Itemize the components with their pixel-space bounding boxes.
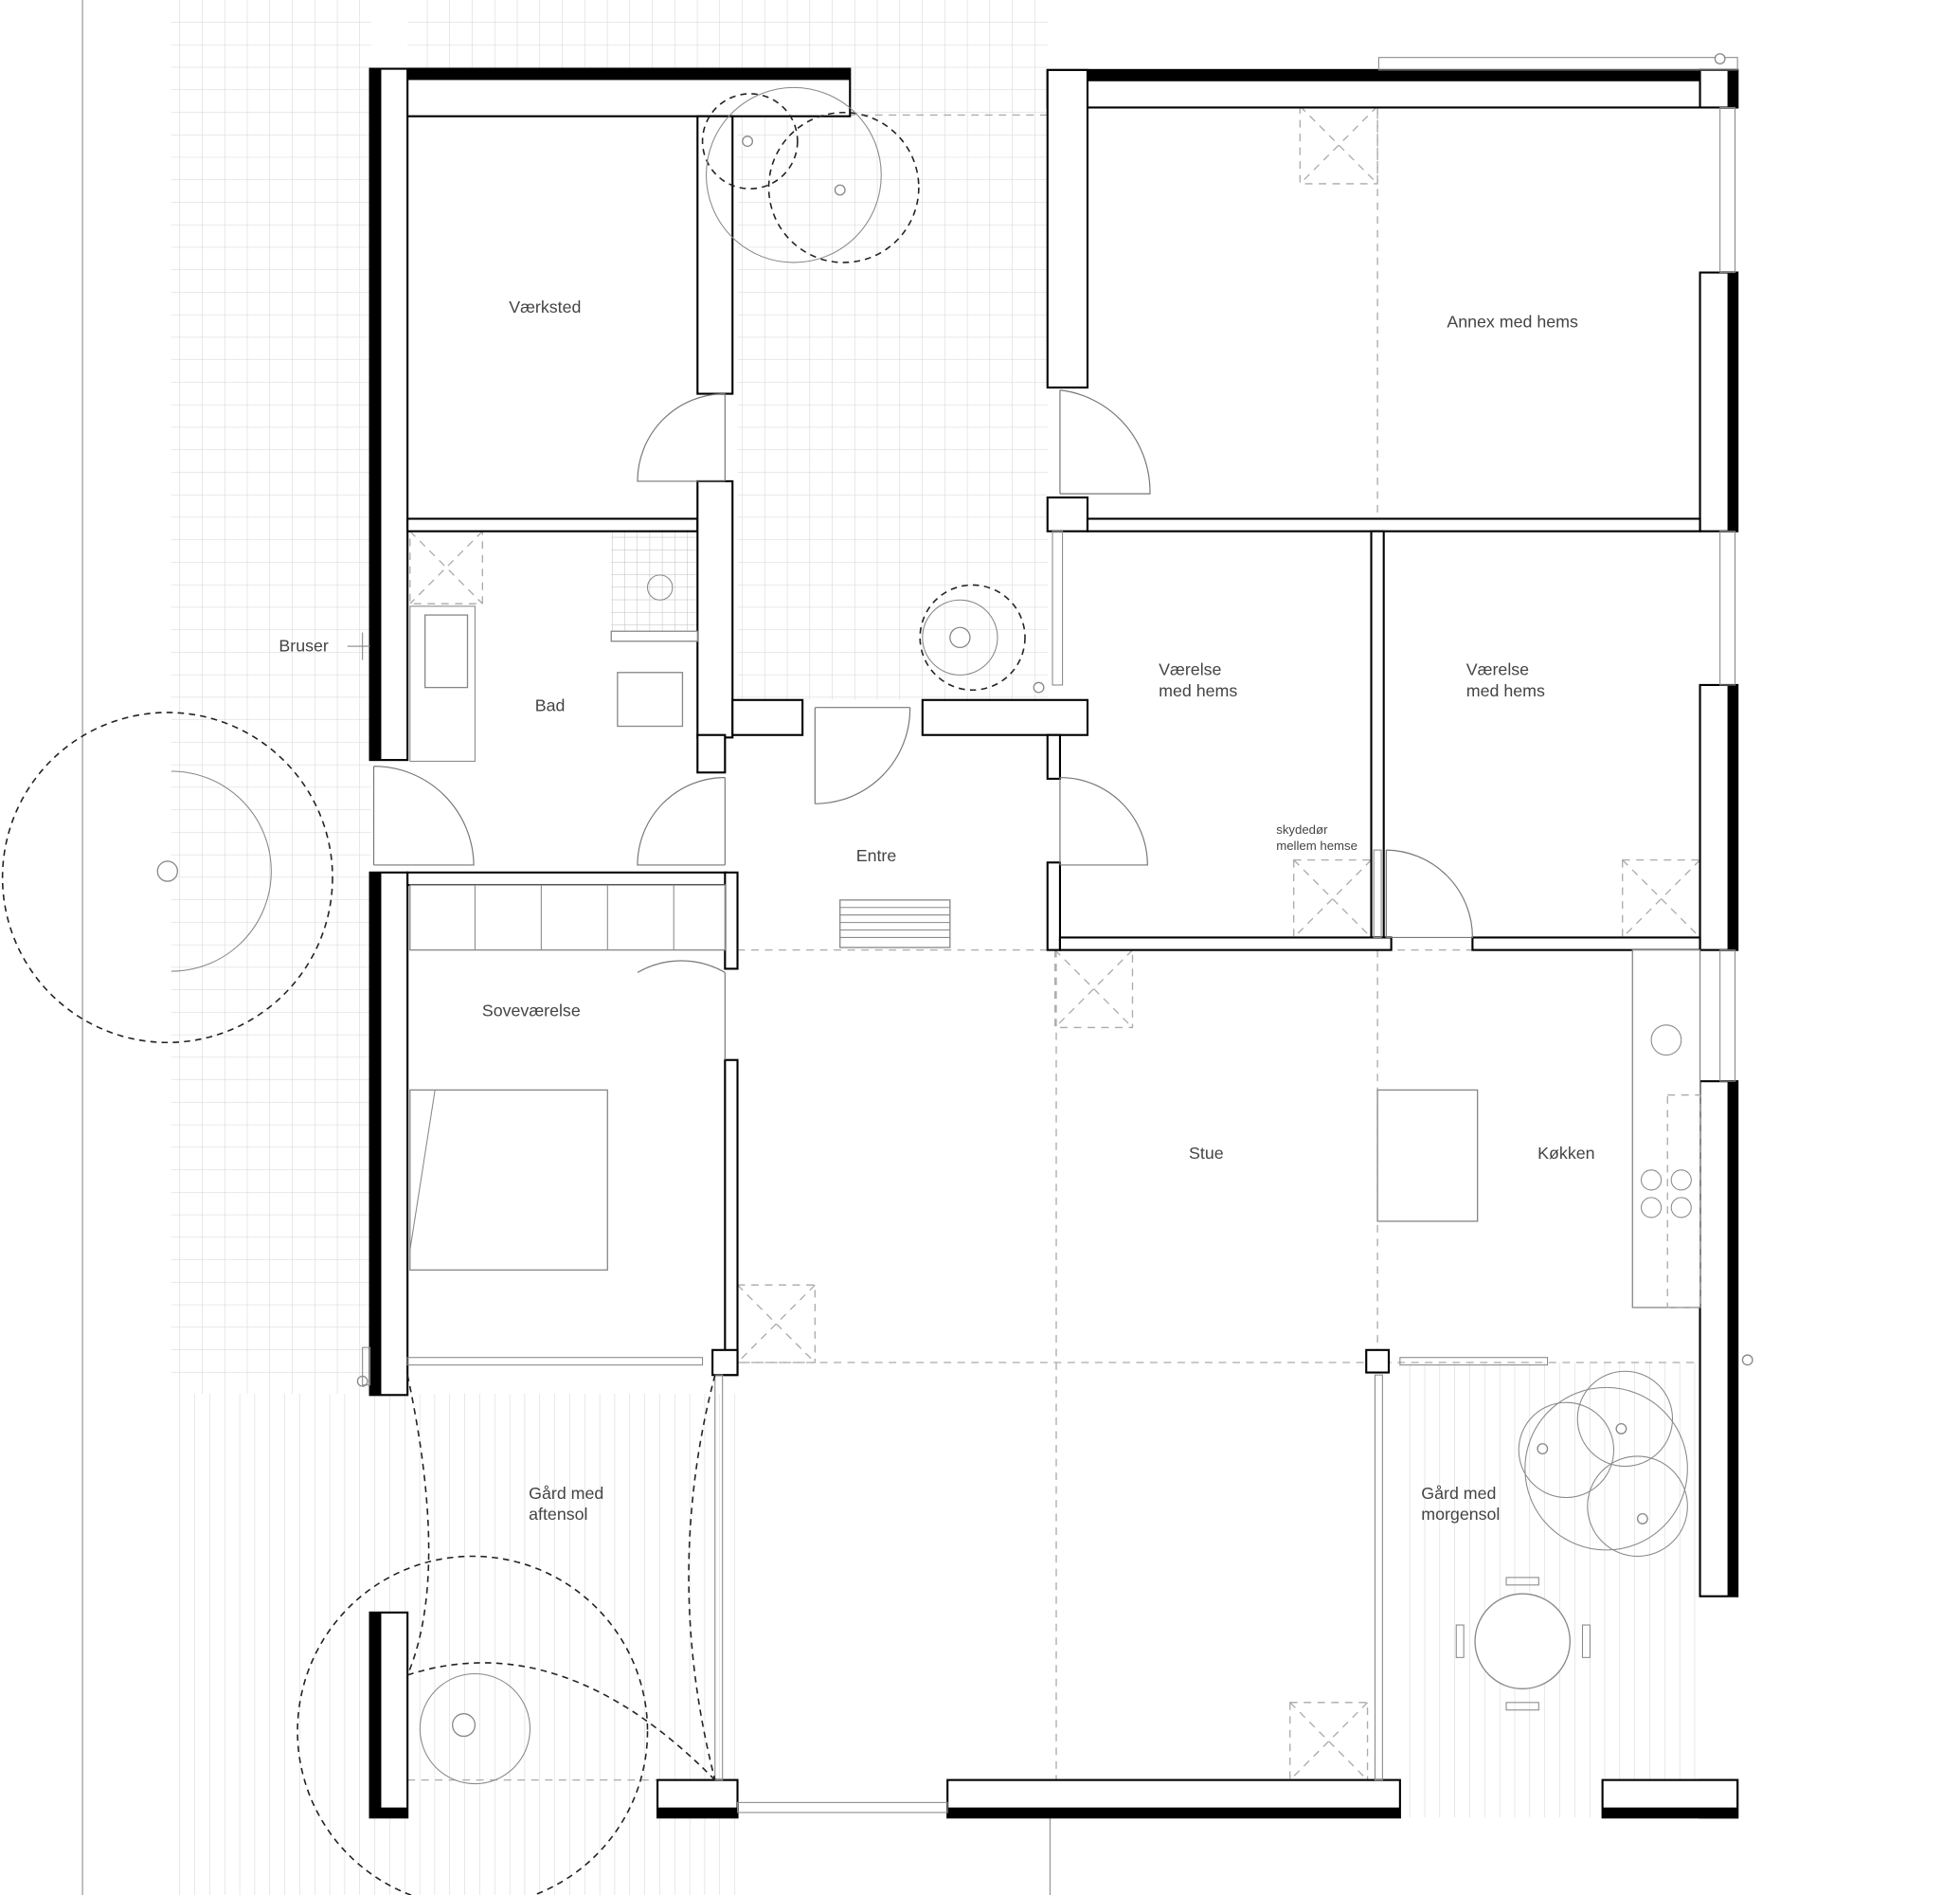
tree-icon	[297, 1555, 649, 1895]
tree-icon	[701, 86, 920, 263]
label-skydedoer: skydedør	[1276, 822, 1328, 837]
bed	[409, 1089, 608, 1272]
skylight-icon	[1289, 1702, 1369, 1781]
room-labels: Værksted Annex med hems Bruser Bad Værel…	[279, 298, 1594, 1524]
skylight-icon	[1622, 858, 1701, 939]
room-label-vaerelse-2-line2: med hems	[1466, 681, 1545, 700]
door-swing-icon	[814, 707, 911, 804]
tree-icon	[1518, 1370, 1688, 1558]
room-label-koekken: Køkken	[1537, 1144, 1594, 1163]
door-swing-icon	[372, 766, 475, 866]
toilet	[617, 672, 684, 728]
room-label-vaerelse-2: Værelse	[1466, 659, 1529, 678]
kitchen-counter	[1631, 948, 1701, 1308]
room-label-stue: Stue	[1189, 1144, 1224, 1163]
room-label-gaard-morgensol-line2: morgensol	[1421, 1505, 1500, 1524]
door-swing-icon	[637, 960, 726, 1060]
room-label-gaard-morgensol: Gård med	[1421, 1484, 1496, 1503]
room-label-vaerelse-1-line2: med hems	[1159, 681, 1237, 700]
skylight-icon	[1054, 948, 1134, 1029]
room-label-vaerelse-1: Værelse	[1159, 659, 1221, 678]
room-label-entre: Entre	[856, 846, 897, 865]
sink	[423, 614, 469, 689]
skylight-icon	[736, 1284, 816, 1363]
skylight-icon	[409, 531, 483, 605]
door-swing-icon	[1059, 389, 1151, 495]
door-swing-icon	[1059, 776, 1148, 866]
kitchen-island	[1376, 1089, 1479, 1222]
garden-table	[1474, 1593, 1571, 1689]
windows	[406, 57, 1738, 1814]
door-swing-icon	[1385, 849, 1473, 939]
doors	[372, 389, 1473, 1781]
door-swing-icon	[637, 392, 726, 482]
door-swing-icon	[637, 776, 726, 866]
room-label-vaerksted: Værksted	[509, 298, 581, 316]
trees	[1, 86, 1688, 1895]
tree-icon	[1, 712, 333, 1044]
room-label-annex: Annex med hems	[1447, 313, 1578, 332]
room-label-gaard-aftensol: Gård med	[529, 1484, 603, 1503]
room-label-bad: Bad	[535, 696, 566, 715]
furniture	[347, 53, 1753, 1711]
skylight-icon	[1299, 105, 1378, 185]
wardrobe	[409, 884, 726, 951]
walls	[369, 67, 1739, 1819]
label-bruser: Bruser	[279, 636, 328, 655]
ground-hatching	[81, 0, 1700, 1895]
skylight-icon	[1293, 858, 1373, 939]
label-skydedoer-line2: mellem hemse	[1276, 839, 1358, 853]
tree-icon	[919, 584, 1045, 694]
room-label-sovevaerelse: Soveværelse	[482, 1002, 581, 1020]
room-label-gaard-aftensol-line2: aftensol	[529, 1505, 587, 1524]
